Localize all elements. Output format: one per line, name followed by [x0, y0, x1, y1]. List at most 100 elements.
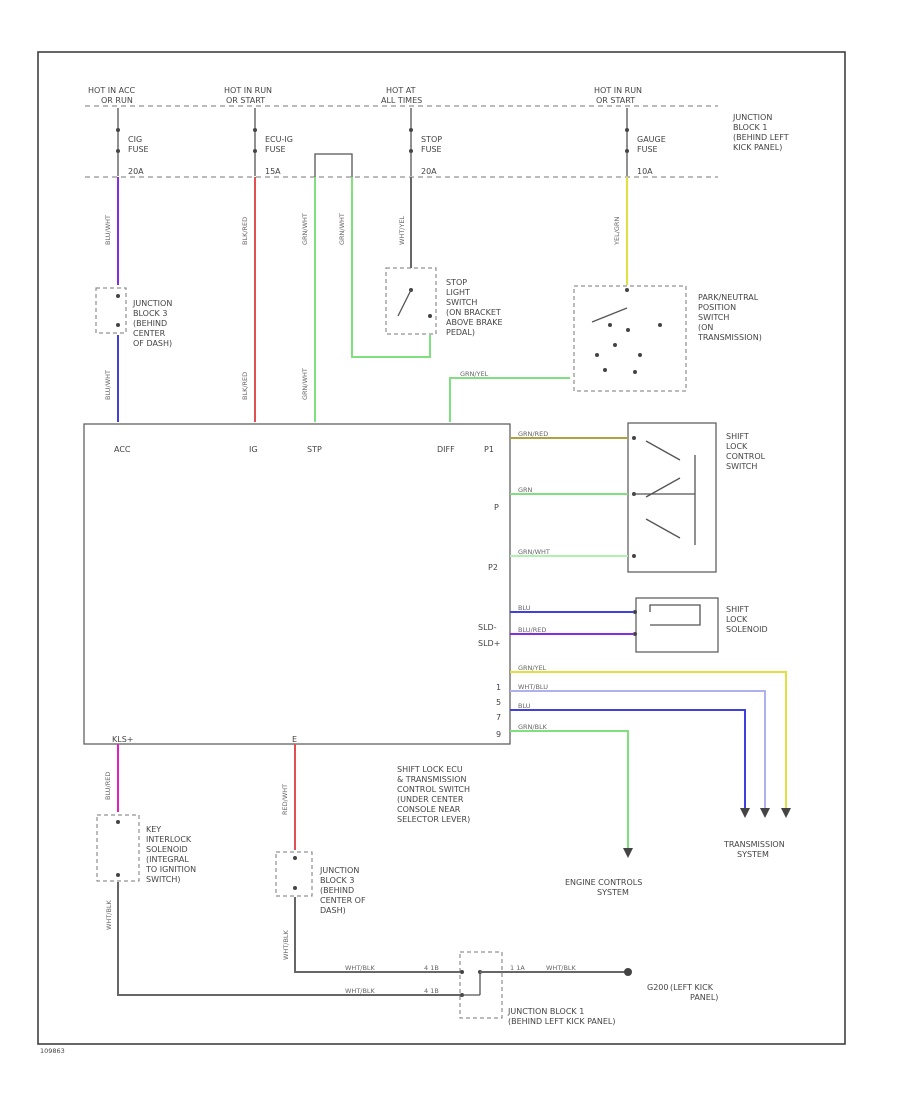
- svg-text:LOCK: LOCK: [726, 615, 748, 624]
- svg-text:BLU/WHT: BLU/WHT: [104, 215, 112, 245]
- svg-text:BLU/RED: BLU/RED: [104, 772, 112, 800]
- svg-text:(BEHIND: (BEHIND: [320, 886, 354, 895]
- svg-text:P: P: [494, 503, 499, 512]
- svg-text:7: 7: [496, 713, 501, 722]
- svg-text:4 1B: 4 1B: [424, 964, 439, 972]
- svg-text:ACC: ACC: [114, 445, 131, 454]
- shift-lock-control-switch: SHIFT LOCK CONTROL SWITCH: [627, 422, 766, 573]
- svg-text:BLOCK 1: BLOCK 1: [733, 123, 767, 132]
- svg-text:(ON: (ON: [698, 323, 713, 332]
- svg-text:BLOCK 3: BLOCK 3: [133, 309, 167, 318]
- svg-text:BLK/RED: BLK/RED: [241, 372, 249, 400]
- svg-text:ALL TIMES: ALL TIMES: [381, 96, 422, 105]
- svg-text:FUSE: FUSE: [265, 145, 286, 154]
- pin1-wire: GRN/YEL: [510, 664, 787, 808]
- svg-text:STOP: STOP: [421, 135, 442, 144]
- svg-text:& TRANSMISSION: & TRANSMISSION: [397, 775, 467, 784]
- svg-text:SHIFT: SHIFT: [726, 605, 749, 614]
- g200-ground: G200 (LEFT KICK PANEL): [624, 968, 718, 1002]
- svg-text:DIFF: DIFF: [437, 445, 455, 454]
- gauge-wire: YEL/GRN: [613, 177, 628, 285]
- svg-text:GRN: GRN: [518, 486, 533, 494]
- svg-text:GRN/WHT: GRN/WHT: [338, 213, 346, 245]
- svg-text:20A: 20A: [421, 167, 437, 176]
- svg-text:P2: P2: [488, 563, 498, 572]
- svg-text:CIG: CIG: [128, 135, 142, 144]
- svg-text:1: 1: [496, 683, 501, 692]
- svg-text:OR RUN: OR RUN: [101, 96, 133, 105]
- svg-text:4 1B: 4 1B: [424, 987, 439, 995]
- svg-text:OR START: OR START: [596, 96, 635, 105]
- svg-text:HOT IN RUN: HOT IN RUN: [594, 86, 642, 95]
- jumper-loop: [314, 153, 353, 177]
- svg-text:WHT/BLK: WHT/BLK: [345, 987, 376, 995]
- junction-block-1-label: JUNCTION BLOCK 1 (BEHIND LEFT KICK PANEL…: [732, 113, 789, 152]
- stop-fuse: HOT AT ALL TIMES STOP FUSE 20A: [381, 86, 442, 176]
- svg-text:GRN/BLK: GRN/BLK: [518, 723, 548, 731]
- svg-text:5: 5: [496, 698, 501, 707]
- svg-text:GRN/WHT: GRN/WHT: [301, 368, 309, 400]
- svg-text:TRANSMISSION: TRANSMISSION: [723, 840, 785, 849]
- svg-text:CENTER: CENTER: [133, 329, 166, 338]
- svg-text:LOCK: LOCK: [726, 442, 748, 451]
- svg-text:(BEHIND: (BEHIND: [133, 319, 167, 328]
- p-wire: GRN: [510, 486, 628, 495]
- p2-wire: GRN/WHT: [510, 548, 628, 557]
- svg-text:FUSE: FUSE: [637, 145, 658, 154]
- svg-text:OR START: OR START: [226, 96, 265, 105]
- svg-text:10A: 10A: [637, 167, 653, 176]
- svg-text:JUNCTION BLOCK 1: JUNCTION BLOCK 1: [507, 1007, 584, 1016]
- svg-text:KICK PANEL): KICK PANEL): [733, 143, 782, 152]
- svg-text:GRN/RED: GRN/RED: [518, 430, 548, 438]
- svg-text:(BEHIND LEFT KICK PANEL): (BEHIND LEFT KICK PANEL): [508, 1017, 616, 1026]
- junction-block-3-upper-label: JUNCTION BLOCK 3 (BEHIND CENTER OF DASH): [132, 299, 172, 348]
- svg-text:ECU-IG: ECU-IG: [265, 135, 293, 144]
- svg-text:OF DASH): OF DASH): [133, 339, 172, 348]
- svg-text:SHIFT: SHIFT: [726, 432, 749, 441]
- svg-text:G200: G200: [647, 983, 668, 992]
- ground-wire: WHT/BLK: [480, 964, 625, 973]
- cig-fuse: HOT IN ACC OR RUN CIG FUSE 20A: [88, 86, 149, 176]
- svg-text:P1: P1: [484, 445, 494, 454]
- ig-wire: BLK/RED BLK/RED: [241, 177, 256, 422]
- e-ground-wire: WHT/BLK WHT/BLK: [282, 897, 460, 973]
- e-wire: RED/WHT: [281, 744, 296, 850]
- svg-text:SHIFT LOCK ECU: SHIFT LOCK ECU: [397, 765, 463, 774]
- diagram-frame: [37, 51, 846, 1045]
- shift-lock-solenoid: SHIFT LOCK SOLENOID: [633, 597, 768, 653]
- svg-text:SELECTOR LEVER): SELECTOR LEVER): [397, 815, 470, 824]
- svg-text:PEDAL): PEDAL): [446, 328, 475, 337]
- stp-wire: GRN/WHT GRN/WHT GRN/WHT: [301, 177, 431, 422]
- kls-wire: BLU/RED: [104, 744, 119, 812]
- p1-wire: GRN/RED: [510, 430, 628, 439]
- svg-text:WHT/BLK: WHT/BLK: [282, 929, 290, 960]
- cig-wire: BLU/WHT BLU/WHT: [104, 177, 120, 422]
- svg-text:BLK/RED: BLK/RED: [241, 217, 249, 245]
- park-neutral-position-switch: PARK/NEUTRAL POSITION SWITCH (ON TRANSMI…: [573, 285, 762, 392]
- svg-text:SWITCH: SWITCH: [698, 313, 729, 322]
- svg-text:SYSTEM: SYSTEM: [737, 850, 769, 859]
- stop-light-switch: WHT/YEL STOP LIGHT SWITCH (ON BRACKET AB…: [385, 177, 503, 337]
- svg-text:SWITCH): SWITCH): [146, 875, 181, 884]
- svg-text:GRN/YEL: GRN/YEL: [460, 370, 489, 378]
- sld-pos-wire: BLU/RED: [510, 626, 634, 635]
- svg-text:TRANSMISSION): TRANSMISSION): [697, 333, 762, 342]
- svg-text:WHT/YEL: WHT/YEL: [398, 215, 406, 245]
- svg-text:JUNCTION: JUNCTION: [319, 866, 359, 875]
- junction-block-1-bottom: 4 1B 4 1B 1 1A JUNCTION BLOCK 1 (BEHIND …: [424, 951, 616, 1026]
- shift-lock-ecu: ACC IG STP DIFF P1 P P2 SLD- SLD+ 1 5 7 …: [83, 423, 511, 745]
- svg-text:JUNCTION: JUNCTION: [732, 113, 772, 122]
- svg-text:PARK/NEUTRAL: PARK/NEUTRAL: [698, 293, 759, 302]
- junction-block-3-lower: JUNCTION BLOCK 3 (BEHIND CENTER OF DASH): [275, 851, 366, 915]
- svg-text:1 1A: 1 1A: [510, 964, 525, 972]
- svg-text:BLU: BLU: [518, 604, 531, 612]
- ecu-label: SHIFT LOCK ECU & TRANSMISSION CONTROL SW…: [397, 765, 470, 824]
- engine-controls-system: ENGINE CONTROLS SYSTEM: [565, 848, 642, 897]
- svg-text:ABOVE BRAKE: ABOVE BRAKE: [446, 318, 503, 327]
- svg-text:BLU/RED: BLU/RED: [518, 626, 546, 634]
- svg-text:KLS+: KLS+: [112, 735, 133, 744]
- svg-text:BLU/WHT: BLU/WHT: [104, 370, 112, 400]
- svg-text:ENGINE CONTROLS: ENGINE CONTROLS: [565, 878, 642, 887]
- svg-text:HOT IN RUN: HOT IN RUN: [224, 86, 272, 95]
